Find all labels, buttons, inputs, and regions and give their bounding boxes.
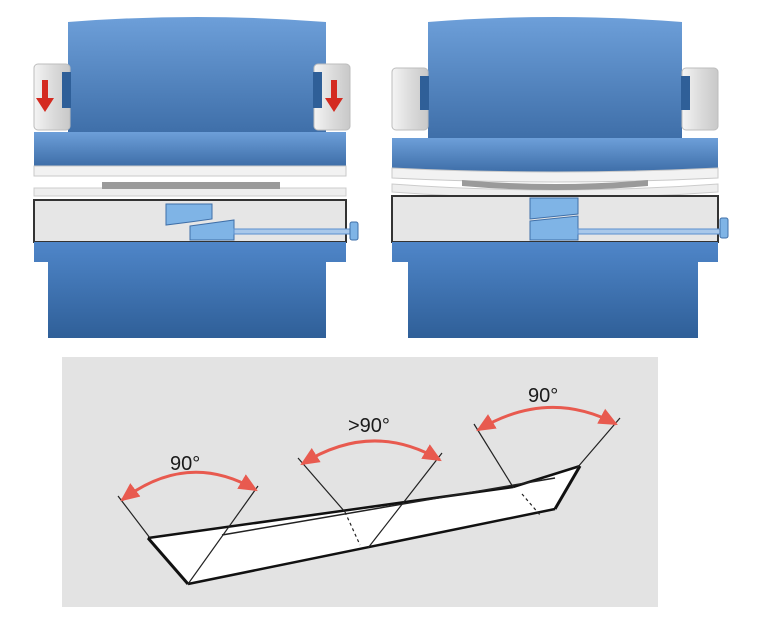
crowning-wedge-lower — [529, 215, 579, 241]
ram-beam — [34, 132, 346, 166]
crowning-wedge-lower — [189, 219, 235, 241]
crowning-wedge-upper — [165, 203, 213, 226]
press-panel-right — [391, 17, 729, 338]
angle-label-middle: >90° — [348, 415, 390, 437]
crowning-wedge-upper — [529, 197, 579, 220]
angle-arc-left — [120, 470, 258, 502]
angle-label-left: 90° — [170, 453, 200, 475]
press-panel-left — [33, 17, 359, 338]
lower-bed — [392, 242, 718, 338]
hydraulic-cylinder-left — [33, 63, 71, 131]
angle-arc-right — [476, 405, 618, 432]
hydraulic-cylinder-right — [313, 63, 351, 131]
workpiece-sheet — [462, 180, 648, 190]
ram-beam — [392, 138, 718, 172]
lower-bed — [34, 242, 346, 338]
down-arrow-icon — [325, 80, 343, 112]
bend-angle-panel: 90° >90° 90° — [62, 357, 658, 607]
angle-label-right: 90° — [528, 385, 558, 407]
hydraulic-cylinder-left — [391, 67, 429, 131]
upper-ram — [428, 17, 682, 140]
angle-reference-lines — [117, 417, 621, 585]
down-arrow-icon — [36, 80, 54, 112]
upper-ram — [68, 17, 326, 135]
bent-workpiece — [146, 464, 582, 586]
workpiece-sheet — [102, 182, 280, 189]
adjusting-rod — [233, 228, 353, 235]
angle-arc-middle — [300, 439, 442, 466]
adjusting-rod — [577, 228, 725, 235]
hydraulic-cylinder-right — [681, 67, 719, 131]
